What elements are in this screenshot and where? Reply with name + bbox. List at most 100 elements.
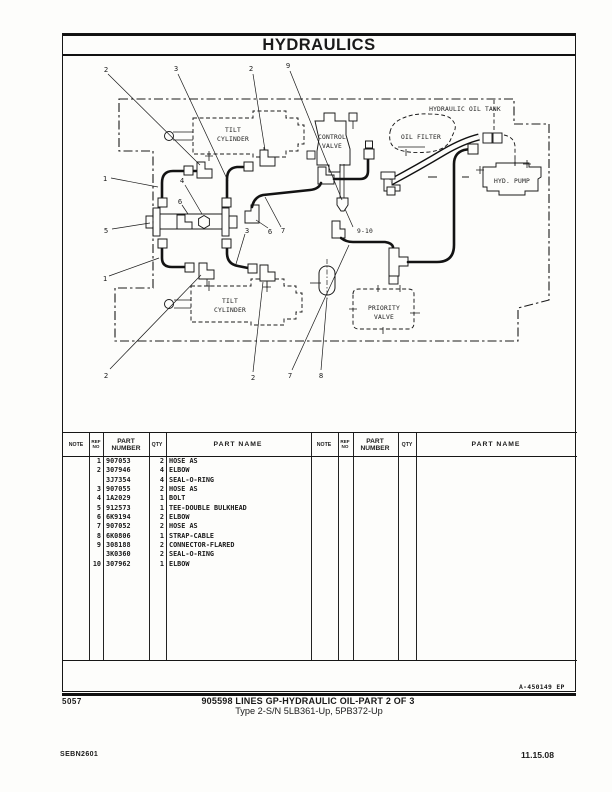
label-priority-valve: VALVE <box>374 314 394 321</box>
header-number: NUMBER <box>111 445 141 452</box>
callout: 3 <box>245 226 249 235</box>
cell-part: 6K9194 <box>106 513 131 522</box>
cylinder-eye-top <box>164 131 174 141</box>
cell-part: 1A2029 <box>106 494 131 503</box>
label-hyd-pump: HYD. PUMP <box>494 178 530 185</box>
cell-qty: 1 <box>159 559 164 568</box>
hose-1-lower <box>160 246 189 269</box>
header-no: NO <box>92 443 100 449</box>
label-control-valve: CONTROL <box>318 134 346 141</box>
callout: 8 <box>319 371 323 380</box>
tee-fitting <box>388 247 409 277</box>
column-divider <box>89 433 90 660</box>
callout: 1 <box>103 274 107 283</box>
cell-part: 3J7354 <box>106 475 131 484</box>
label-hydraulic-oil-tank: HYDRAULIC OIL TANK <box>429 106 501 113</box>
cell-qty: 2 <box>159 541 164 550</box>
callout: 2 <box>249 64 253 73</box>
callout: 5 <box>104 226 108 235</box>
header-ref: REF <box>91 439 101 444</box>
cell-qty: 2 <box>159 550 164 559</box>
cell-name: TEE-DOUBLE BULKHEAD <box>169 503 247 512</box>
cell-part: 912573 <box>106 503 131 512</box>
callout: 6 <box>178 197 182 206</box>
column-divider <box>338 433 339 660</box>
label-tilt-cylinder-top: CYLINDER <box>217 136 249 143</box>
header-no: NO <box>341 443 349 449</box>
column-divider <box>398 433 399 660</box>
footer-rule <box>62 693 576 696</box>
label-priority-valve: PRIORITY <box>368 305 400 312</box>
cell-qty: 1 <box>159 494 164 503</box>
page-border-box: HYDRAULICS <box>62 33 577 692</box>
connector-flared <box>336 197 349 212</box>
drawing-number: A-450149 EP <box>519 683 565 691</box>
hydraulics-diagram: 2 3 2 9 1 4 6 5 3 6 7 1 2 2 7 8 TILT CYL… <box>103 61 550 382</box>
cylinder-eye-bottom <box>164 299 174 309</box>
cell-part: 907052 <box>106 522 131 531</box>
figure-caption: 905598 LINES GP-HYDRAULIC OIL-PART 2 OF … <box>201 696 415 706</box>
hose-7-to-filter-b <box>332 157 370 181</box>
tee-double-bulkhead <box>145 207 238 237</box>
column-divider <box>353 433 354 660</box>
header-part-name: PART NAME <box>471 441 521 448</box>
callout: 2 <box>104 65 108 74</box>
callout: 1 <box>103 174 107 183</box>
page-title-text: HYDRAULICS <box>262 35 376 54</box>
cell-name: HOSE AS <box>169 522 198 531</box>
hyd-pump <box>482 162 542 196</box>
cell-name: ELBOW <box>169 466 190 475</box>
column-divider <box>166 433 167 660</box>
manifold-elbow <box>244 204 260 224</box>
header-ref-no: REF NO <box>340 439 349 450</box>
table-header: NOTE REF NO PART NUMBER QTY PART NAME NO… <box>63 433 577 457</box>
header-part-number: PART NUMBER <box>112 438 141 452</box>
cell-part: 3K0360 <box>106 550 131 559</box>
cell-qty: 2 <box>159 522 164 531</box>
revision-date: 11.15.08 <box>521 750 554 760</box>
oil-filter <box>389 113 456 154</box>
callout: 6 <box>268 227 272 236</box>
cell-name: HOSE AS <box>169 457 198 465</box>
cell-ref: 4 <box>96 494 101 503</box>
column-divider <box>311 433 312 660</box>
hose-to-tee <box>339 236 395 249</box>
callout: 9 <box>286 61 290 70</box>
header-qty: QTY <box>151 442 163 448</box>
header-note: NOTE <box>68 442 84 448</box>
cell-part: 307962 <box>106 559 131 568</box>
elbow-9-10 <box>331 220 346 239</box>
column-divider <box>149 433 150 660</box>
cell-name: CONNECTOR-FLARED <box>169 541 235 550</box>
header-qty: QTY <box>401 442 413 448</box>
label-oil-filter: OIL FILTER <box>401 134 441 141</box>
document-number: SEBN2601 <box>60 751 99 758</box>
machine-frame-outline <box>114 98 550 342</box>
cell-ref: 5 <box>96 503 101 512</box>
port-elbows <box>196 149 276 282</box>
cell-ref: 2 <box>96 466 101 475</box>
hose-7-to-filter-a <box>250 181 323 209</box>
cell-qty: 1 <box>159 531 164 540</box>
hose-3-upper <box>225 165 248 201</box>
tilt-cylinder-bottom <box>190 278 303 326</box>
cell-name: HOSE AS <box>169 485 198 494</box>
cell-name: STRAP-CABLE <box>169 531 215 540</box>
header-number: NUMBER <box>360 445 390 452</box>
label-tilt-cylinder-bottom: CYLINDER <box>214 307 246 314</box>
pump-inlet-elbow-dashed <box>503 134 516 166</box>
cell-ref: 8 <box>96 531 101 540</box>
callout: 7 <box>281 226 285 235</box>
priority-valve <box>352 288 415 330</box>
